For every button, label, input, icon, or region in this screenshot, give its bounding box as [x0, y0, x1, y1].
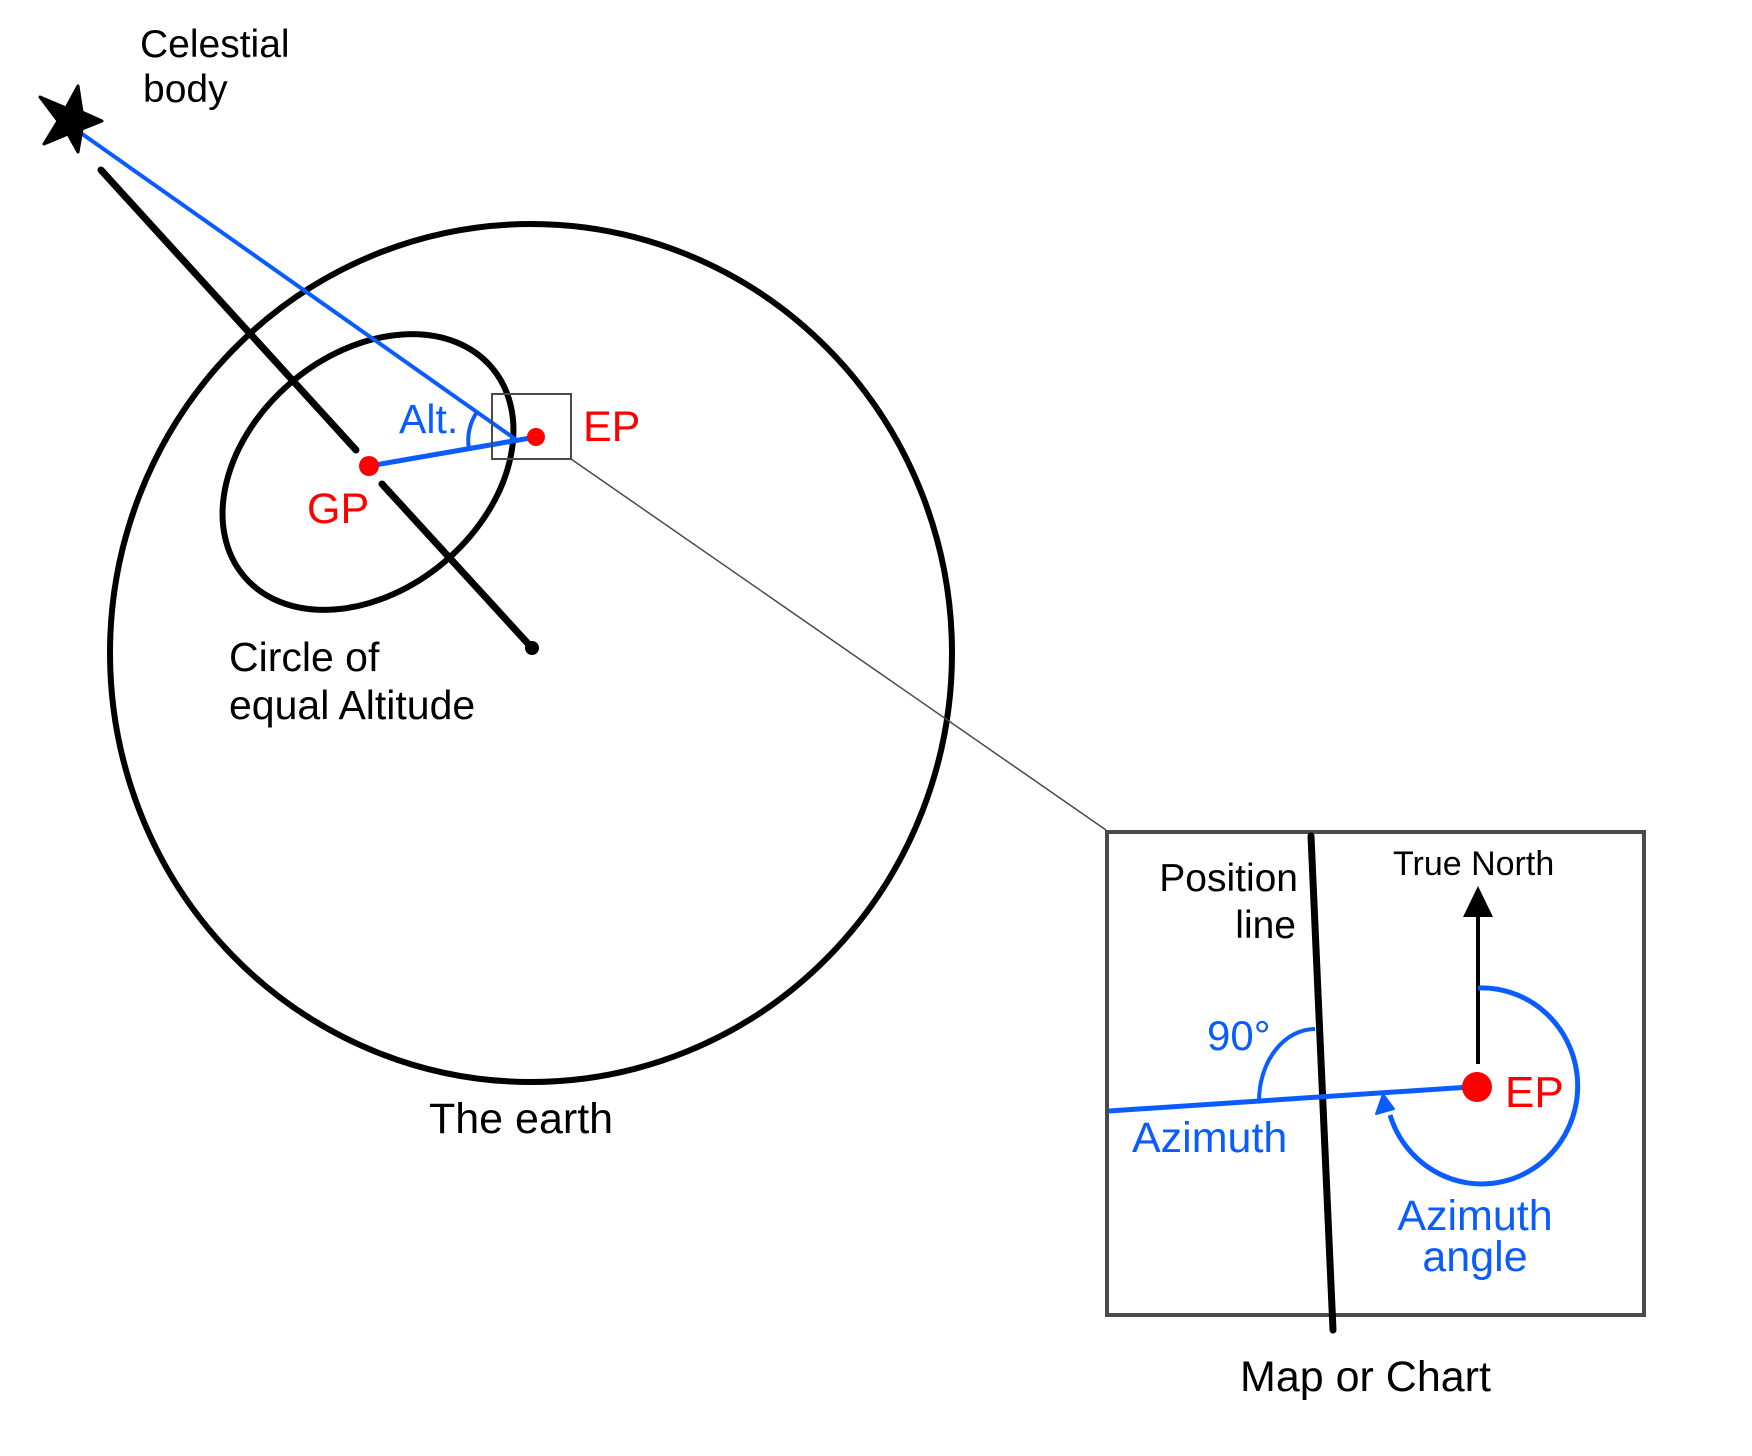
earth-center-dot	[525, 641, 539, 655]
position-line-label-line2: line	[1235, 904, 1296, 947]
celestial-body-label-line1: Celestial	[140, 23, 290, 66]
position-line-label-line1: Position	[1159, 857, 1298, 900]
map-or-chart-caption: Map or Chart	[1240, 1353, 1491, 1401]
arrow-up-icon	[1463, 886, 1493, 917]
azimuth-label: Azimuth	[1132, 1114, 1287, 1162]
zenith-line-lower	[378, 480, 536, 652]
circle-of-equal-altitude-label-line2: equal Altitude	[229, 682, 475, 728]
celestial-body-label-line2: body	[143, 68, 228, 111]
sight-line	[76, 129, 520, 443]
gp-label: GP	[307, 485, 369, 533]
star-icon	[38, 84, 104, 154]
earth-label: The earth	[429, 1095, 613, 1143]
zoom-region-box	[491, 393, 572, 460]
azimuth-line	[1108, 1084, 1471, 1114]
right-angle-arc	[1257, 1027, 1316, 1102]
ep-dot	[527, 428, 545, 446]
circle-of-equal-altitude-label-line1: Circle of	[229, 634, 380, 680]
gp-ep-line	[368, 434, 537, 469]
inset-ep-dot	[1462, 1072, 1492, 1102]
altitude-angle-arc	[466, 410, 479, 450]
map-inset-frame	[1105, 830, 1646, 1317]
ep-label: EP	[583, 403, 640, 451]
right-angle-label: 90°	[1207, 1012, 1271, 1059]
position-line	[1307, 832, 1337, 1334]
zoom-leader-line	[570, 458, 1107, 831]
altitude-label: Alt.	[399, 396, 458, 442]
gp-dot	[359, 456, 379, 476]
map-inset: Position line True North 90° EP Azimuth …	[1105, 830, 1646, 1334]
azimuth-angle-label-line2: angle	[1422, 1233, 1527, 1281]
zenith-line-upper	[97, 166, 360, 454]
azimuth-angle-label-line1: Azimuth	[1397, 1192, 1552, 1240]
earth-circle	[107, 221, 955, 1085]
azimuth-angle-arc	[1387, 985, 1581, 1187]
inset-ep-label: EP	[1505, 1068, 1564, 1117]
true-north-label: True North	[1393, 845, 1554, 883]
azimuth-arrowhead-icon	[1375, 1093, 1395, 1115]
